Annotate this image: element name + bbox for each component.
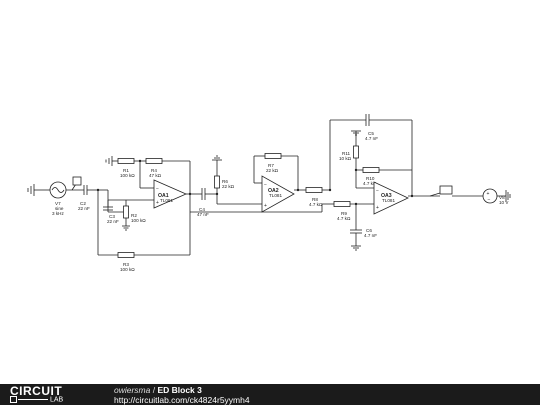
svg-text:R9: R9 xyxy=(341,211,347,216)
svg-text:R6: R6 xyxy=(222,179,228,184)
logo-text: CIRCUIT xyxy=(10,384,63,398)
capacitor-c3[interactable]: C3 22 nF xyxy=(98,189,119,224)
svg-text:10 kΩ: 10 kΩ xyxy=(339,156,352,161)
svg-text:TL081: TL081 xyxy=(160,198,173,203)
svg-text:3 kHz: 3 kHz xyxy=(52,211,64,216)
svg-text:TL081: TL081 xyxy=(382,198,395,203)
svg-text:C6: C6 xyxy=(366,228,372,233)
svg-text:R4: R4 xyxy=(151,168,157,173)
svg-text:+: + xyxy=(264,203,267,209)
svg-text:47 kΩ: 47 kΩ xyxy=(149,173,162,178)
svg-text:−: − xyxy=(156,186,159,192)
svg-text:47 nF: 47 nF xyxy=(197,212,209,217)
source-v7[interactable]: V7 sine 3 kHz xyxy=(49,181,67,216)
svg-text:TL081: TL081 xyxy=(269,193,282,198)
opamp-oa1[interactable]: − + OA1 TL081 xyxy=(153,179,187,209)
opamp-oa3[interactable]: − + OA3 TL081 xyxy=(373,181,409,215)
svg-text:R8: R8 xyxy=(312,197,318,202)
capacitor-c5[interactable]: C5 4.7 nF xyxy=(365,114,378,141)
input-stage xyxy=(27,184,50,196)
svg-text:R1: R1 xyxy=(123,168,129,173)
svg-text:R7: R7 xyxy=(268,163,274,168)
schematic-canvas[interactable]: V7 sine 3 kHz C2 22 nF C3 22 nF xyxy=(0,0,540,384)
logo-line-icon xyxy=(18,399,48,400)
capacitor-c6[interactable]: C6 4.7 nF xyxy=(350,204,377,251)
svg-text:R2: R2 xyxy=(131,213,137,218)
svg-text:4.7 kΩ: 4.7 kΩ xyxy=(363,181,377,186)
svg-text:100 kΩ: 100 kΩ xyxy=(120,173,135,178)
circuit-title-line: owiersma / ED Block 3 xyxy=(114,385,202,395)
author-link[interactable]: owiersma xyxy=(114,385,151,395)
svg-text:22 kΩ: 22 kΩ xyxy=(222,184,235,189)
svg-text:+: + xyxy=(376,205,379,211)
svg-text:sine: sine xyxy=(55,206,64,211)
svg-text:OA3: OA3 xyxy=(381,193,392,199)
resistor-r3[interactable]: R3 100 kΩ xyxy=(117,252,135,273)
resistor-r1[interactable]: R1 100 kΩ xyxy=(117,158,135,179)
resistor-r4[interactable]: R4 47 kΩ xyxy=(145,158,163,179)
svg-text:C5: C5 xyxy=(368,131,374,136)
svg-text:4.7 kΩ: 4.7 kΩ xyxy=(337,216,351,221)
svg-text:+: + xyxy=(487,191,490,197)
svg-text:22 kΩ: 22 kΩ xyxy=(266,168,279,173)
source-v8[interactable]: + − V8 10 V xyxy=(482,188,511,205)
ground-r1 xyxy=(105,156,113,166)
svg-text:4.7 nF: 4.7 nF xyxy=(365,136,378,141)
footer-bar: CIRCUIT LAB owiersma / ED Block 3 http:/… xyxy=(0,384,540,405)
svg-text:C2: C2 xyxy=(80,201,86,206)
svg-text:−: − xyxy=(376,188,379,194)
svg-text:22 nF: 22 nF xyxy=(78,206,90,211)
probe-out[interactable] xyxy=(429,185,453,197)
svg-text:10 V: 10 V xyxy=(499,200,509,205)
circuit-url[interactable]: http://circuitlab.com/ck4824r5yymh4 xyxy=(114,395,250,405)
resistor-r8[interactable]: R8 4.7 kΩ xyxy=(305,187,323,208)
svg-text:C4: C4 xyxy=(199,207,205,212)
svg-text:4.7 nF: 4.7 nF xyxy=(364,233,377,238)
probe-in[interactable] xyxy=(71,176,82,191)
logo-square-icon xyxy=(10,396,17,403)
resistor-r2[interactable]: R2 100 kΩ xyxy=(122,200,146,231)
logo-sub-text: LAB xyxy=(49,396,64,404)
capacitor-c2[interactable]: C2 22 nF xyxy=(78,185,90,211)
svg-text:V7: V7 xyxy=(55,201,61,206)
svg-text:OA1: OA1 xyxy=(158,193,169,199)
circuit-title: ED Block 3 xyxy=(157,385,202,395)
svg-text:−: − xyxy=(264,182,267,188)
title-separator: / xyxy=(150,385,158,395)
svg-text:C3: C3 xyxy=(109,214,115,219)
capacitor-c4[interactable]: C4 47 nF xyxy=(197,188,209,217)
svg-text:22 nF: 22 nF xyxy=(107,219,119,224)
svg-text:R11: R11 xyxy=(342,151,351,156)
resistor-r6[interactable]: R6 22 kΩ xyxy=(212,155,235,194)
svg-text:100 kΩ: 100 kΩ xyxy=(131,218,146,223)
resistor-r11[interactable]: R11 10 kΩ xyxy=(339,130,361,188)
svg-text:V8: V8 xyxy=(499,195,505,200)
svg-text:OA2: OA2 xyxy=(268,188,279,194)
svg-text:4.7 kΩ: 4.7 kΩ xyxy=(309,202,323,207)
svg-text:R3: R3 xyxy=(123,262,129,267)
circuitlab-logo[interactable]: CIRCUIT LAB xyxy=(6,384,96,405)
svg-text:100 kΩ: 100 kΩ xyxy=(120,267,135,272)
svg-text:+: + xyxy=(156,200,159,206)
resistor-r9[interactable]: R9 4.7 kΩ xyxy=(333,201,351,222)
resistor-r7[interactable]: R7 22 kΩ xyxy=(264,153,282,174)
opamp-oa2[interactable]: − + OA2 TL081 xyxy=(261,175,295,213)
svg-text:−: − xyxy=(488,197,491,203)
logo-sub: LAB xyxy=(10,396,96,403)
svg-text:R10: R10 xyxy=(366,176,375,181)
